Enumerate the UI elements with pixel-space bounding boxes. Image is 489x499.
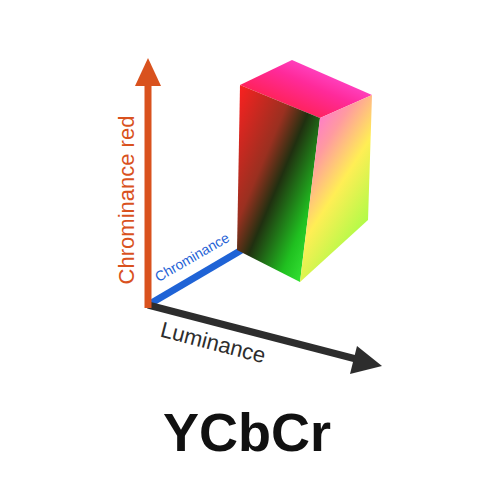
y-arrowhead — [350, 346, 382, 374]
y-axis-label: Luminance — [158, 319, 268, 367]
cr-axis — [145, 82, 152, 308]
cr-arrowhead — [135, 58, 161, 86]
cube-right — [300, 95, 372, 282]
cr-axis-label: Chrominance red — [116, 116, 138, 285]
title: YCbCr — [163, 405, 331, 459]
